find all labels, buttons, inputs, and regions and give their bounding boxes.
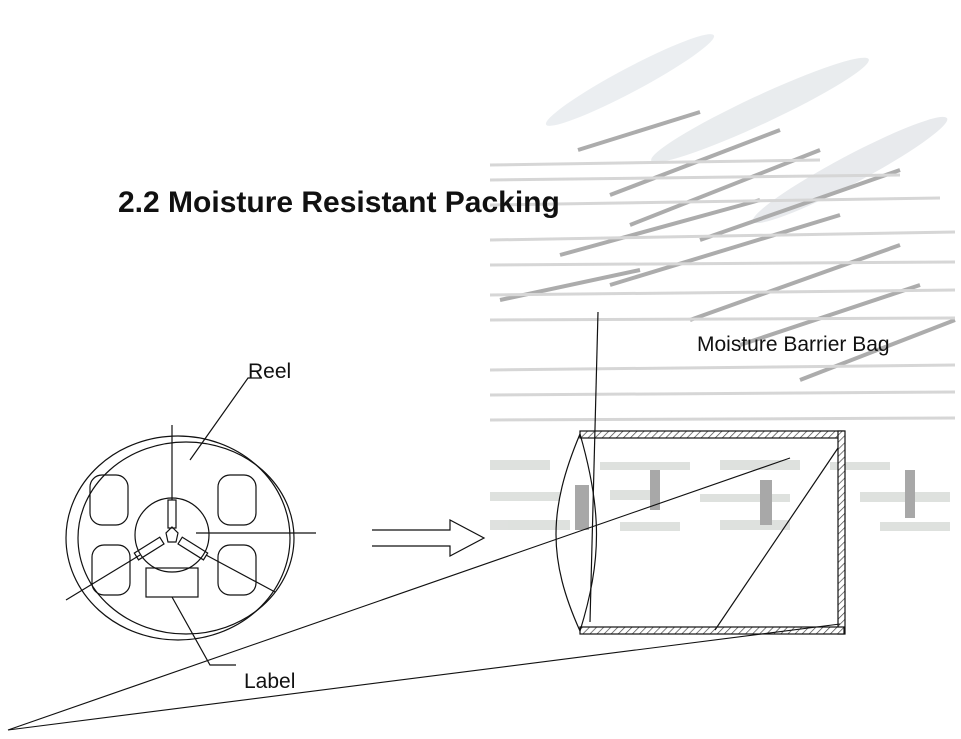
background-artifact <box>489 34 956 531</box>
reel-callout: Reel <box>248 360 292 383</box>
section-title: 2.2 Moisture Resistant Packing <box>118 186 560 219</box>
moisture-barrier-bag <box>555 311 846 635</box>
transfer-arrow <box>372 519 486 557</box>
label-callout: Label <box>244 670 296 693</box>
reel-spoke-right <box>177 536 209 561</box>
reel-hub-star <box>165 526 179 543</box>
bag-callout: Moisture Barrier Bag <box>697 333 890 356</box>
reel-spoke-top <box>167 499 177 529</box>
bag-top-seal <box>579 430 845 439</box>
reel-window-bottom-left <box>91 544 131 596</box>
reel-spoke-left <box>133 536 165 561</box>
reel-hub <box>134 497 210 573</box>
reel-outer-rim <box>65 435 291 641</box>
label-leader <box>171 596 236 666</box>
bag-opening <box>555 433 581 632</box>
bag-opening-inner <box>579 433 598 632</box>
reel-window-top-left <box>89 474 129 526</box>
reel-leader <box>189 377 262 461</box>
reel-inner-rim <box>77 441 295 635</box>
reel-window-bottom-right <box>217 544 257 596</box>
reel-window-top-right <box>217 474 257 526</box>
reel-drawing <box>65 377 316 666</box>
perspective-lines <box>7 457 841 731</box>
bag-right-seal <box>837 430 846 635</box>
